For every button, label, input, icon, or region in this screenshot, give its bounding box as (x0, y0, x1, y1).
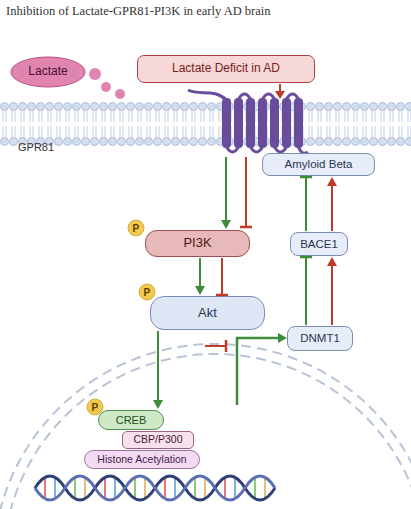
dna-rung (164, 478, 166, 498)
dna-strand (35, 476, 275, 500)
lactate-molecule (89, 68, 101, 80)
phospho-label: P (133, 223, 140, 234)
node-text: DNMT1 (300, 332, 340, 345)
inhibition-line (245, 157, 247, 227)
receptor-helix (246, 98, 255, 148)
dna-rung (84, 478, 86, 498)
coactivator-box: CBP/P300 (122, 431, 194, 449)
lactate-molecule (101, 82, 111, 92)
node-text: CBP/P300 (133, 434, 182, 446)
node-text: BACE1 (300, 238, 338, 251)
dna-rung (204, 478, 206, 498)
connector-line (305, 178, 307, 231)
connector-line (157, 331, 159, 402)
inhibition-bar (300, 256, 312, 259)
nuclear-envelope (3, 354, 411, 509)
receptor-label: GPR81 (18, 141, 54, 153)
dna-rung (194, 478, 196, 498)
dna-rung (264, 478, 266, 498)
phospho-label: P (92, 402, 99, 413)
dna-rung (254, 478, 256, 498)
figure-title: Inhibition of Lactate-GPR81-PI3K in earl… (6, 4, 271, 19)
receptor-helix (294, 98, 303, 148)
node-text: Histone Acetylation (97, 454, 186, 466)
arrow-head (327, 257, 337, 266)
ellipse-shape (11, 57, 85, 87)
receptor-helix (258, 98, 267, 148)
receptor-tail (188, 90, 227, 100)
connector-line (331, 184, 333, 231)
inhibition-line (205, 345, 226, 347)
inhibition-bar (300, 176, 312, 179)
dna-rung (114, 478, 116, 498)
dna-rung (224, 478, 226, 498)
kinase-box: PI3K (145, 230, 250, 257)
connector-line (199, 258, 201, 288)
kinase-box: Akt (150, 296, 265, 330)
connector (300, 257, 312, 325)
phospho-circle (128, 220, 144, 236)
dna-rung (74, 478, 76, 498)
enzyme-box: DNMT1 (287, 326, 353, 351)
connector-line (305, 258, 307, 325)
arrow-head (195, 286, 205, 295)
protein-box: Amyloid Beta (262, 153, 375, 176)
dna-strand (35, 476, 275, 500)
connector (216, 258, 228, 295)
connector-line (331, 264, 333, 325)
arrow-head (275, 91, 285, 99)
enzyme-box: BACE1 (290, 232, 348, 256)
phospho-label: P (144, 287, 151, 298)
node-text: Lactate (28, 65, 67, 78)
cell-membrane (0, 102, 411, 146)
molecule-ellipse: Lactate (10, 56, 86, 88)
factor-pill: CREB (98, 410, 164, 430)
arrow-head (221, 220, 231, 229)
connector (153, 331, 163, 409)
nuclear-envelope (0, 344, 411, 509)
connector (195, 258, 205, 295)
dna-rung (104, 478, 106, 498)
lactate-molecule (115, 89, 125, 99)
arrow-head (153, 400, 163, 409)
process-pill: Histone Acetylation (84, 450, 200, 469)
connector (300, 177, 312, 231)
node-text: Amyloid Beta (285, 158, 353, 171)
activation-arrow (225, 157, 227, 221)
dna-rung (144, 478, 146, 498)
dna-rung (234, 478, 236, 498)
receptor-helix (222, 98, 231, 148)
receptor-helix (282, 98, 291, 148)
inhibition-bar (240, 226, 252, 229)
node-text: Akt (198, 306, 217, 320)
inhibition-bar (225, 340, 228, 352)
receptor-helix (270, 98, 279, 148)
node-text: PI3K (183, 236, 211, 250)
transcription-arrow (237, 338, 279, 405)
dna-rung (134, 478, 136, 498)
connector-line (221, 258, 223, 294)
connector (327, 177, 337, 231)
node-text: Lactate Deficit in AD (172, 62, 280, 75)
dna-rung (44, 478, 46, 498)
dna-rung (174, 478, 176, 498)
receptor-helix (234, 98, 243, 148)
node-text: CREB (116, 414, 147, 426)
condition-box: Lactate Deficit in AD (137, 55, 315, 83)
deficit-arrow (279, 84, 281, 92)
arrow-head (278, 333, 287, 343)
phospho-circle (139, 284, 155, 300)
dna-rung (54, 478, 56, 498)
arrow-head (327, 177, 337, 186)
connector (327, 257, 337, 325)
inhibition-bar (216, 294, 228, 297)
